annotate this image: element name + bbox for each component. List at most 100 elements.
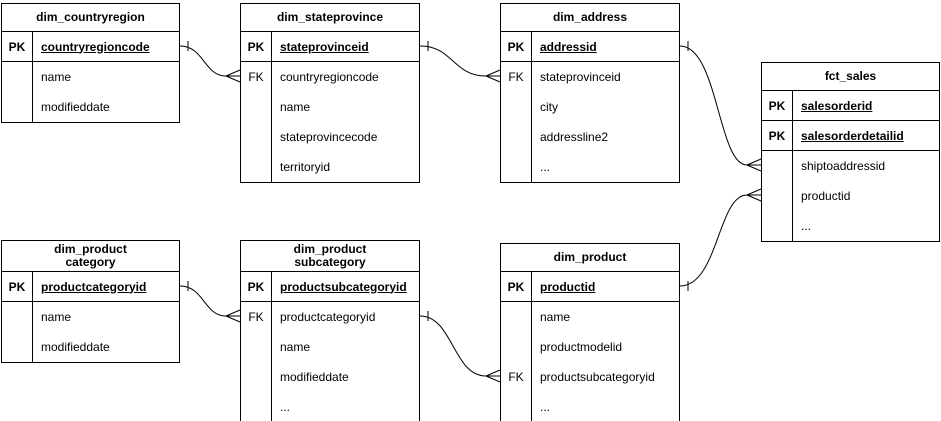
field-label: productcategoryid xyxy=(280,310,376,324)
crow-foot-many xyxy=(746,158,762,172)
entity-title: dim_product category xyxy=(2,241,179,272)
key-cell xyxy=(501,332,532,362)
entity-title: dim_countryregion xyxy=(2,4,179,32)
entity-dim-countryregion[interactable]: dim_countryregion PK countryregioncode n… xyxy=(1,3,180,123)
relationship-countryregion-stateprovince xyxy=(179,41,241,83)
pk-cell: PK xyxy=(2,272,33,301)
entity-dim-product-category[interactable]: dim_product category PK productcategoryi… xyxy=(1,240,180,363)
relationship-product-fctsales xyxy=(679,188,762,291)
field-row: PK countryregioncode xyxy=(2,32,179,62)
field-row: PK productid xyxy=(501,272,679,302)
relationship-line xyxy=(679,45,748,166)
key-cell xyxy=(501,152,532,182)
field-row: PK stateprovinceid xyxy=(241,32,419,62)
field-label: shiptoaddressid xyxy=(801,159,886,173)
key-cell xyxy=(501,122,532,152)
field-row: territoryid xyxy=(241,152,419,182)
fk-cell: FK xyxy=(241,62,272,92)
entity-dim-stateprovince[interactable]: dim_stateprovince PK stateprovinceid FK … xyxy=(240,3,420,183)
entity-title: fct_sales xyxy=(762,63,939,91)
field-label: modifieddate xyxy=(41,100,110,114)
key-cell xyxy=(2,332,33,362)
field-label: stateprovinceid xyxy=(280,39,369,54)
field-row: PK salesorderdetailid xyxy=(762,121,939,151)
entity-dim-product[interactable]: dim_product PK productid name productmod… xyxy=(500,243,680,421)
field-label: salesorderid xyxy=(801,98,873,113)
field-label: stateprovinceid xyxy=(540,70,621,84)
field-row: ... xyxy=(501,152,679,182)
field-label: productsubcategoryid xyxy=(540,370,655,384)
field-label: city xyxy=(540,100,558,114)
key-cell xyxy=(241,122,272,152)
relationship-line xyxy=(179,285,227,317)
field-row: FK productsubcategoryid xyxy=(501,362,679,392)
field-row: modifieddate xyxy=(2,92,179,122)
field-row: productid xyxy=(762,181,939,211)
relationship-line xyxy=(679,194,748,287)
pk-cell: PK xyxy=(762,121,793,150)
key-cell xyxy=(241,392,272,421)
field-row: modifieddate xyxy=(241,362,419,392)
entity-title: dim_address xyxy=(501,4,679,32)
crow-foot-many xyxy=(485,69,501,83)
field-label: modifieddate xyxy=(41,340,110,354)
relationship-line xyxy=(419,45,487,77)
field-label: name xyxy=(280,100,311,114)
entity-dim-address[interactable]: dim_address PK addressid FK stateprovinc… xyxy=(500,3,680,183)
key-cell xyxy=(762,151,793,181)
field-label: modifieddate xyxy=(280,370,349,384)
entity-fct-sales[interactable]: fct_sales PK salesorderid PK salesorderd… xyxy=(761,62,940,242)
pk-cell: PK xyxy=(501,32,532,61)
field-row: ... xyxy=(762,211,939,241)
entity-dim-product-subcategory[interactable]: dim_product subcategory PK productsubcat… xyxy=(240,240,420,421)
field-row: name xyxy=(241,92,419,122)
pk-cell: PK xyxy=(241,32,272,61)
fk-cell: FK xyxy=(501,362,532,392)
fk-cell: FK xyxy=(241,302,272,332)
key-cell xyxy=(241,92,272,122)
field-label: productsubcategoryid xyxy=(280,279,407,294)
relationship-productcategory-productsubcategory xyxy=(179,281,241,323)
field-row: FK countryregioncode xyxy=(241,62,419,92)
key-cell xyxy=(2,92,33,122)
pk-cell: PK xyxy=(762,91,793,120)
crow-foot-many xyxy=(225,69,241,83)
relationship-stateprovince-address xyxy=(419,41,501,83)
key-cell xyxy=(762,211,793,241)
fk-cell: FK xyxy=(501,62,532,92)
field-label: name xyxy=(41,70,72,84)
field-label: productmodelid xyxy=(540,340,623,354)
pk-cell: PK xyxy=(2,32,33,61)
key-cell xyxy=(501,302,532,332)
field-row: productmodelid xyxy=(501,332,679,362)
field-label: countryregioncode xyxy=(41,39,150,54)
field-label: salesorderdetailid xyxy=(801,128,904,143)
crow-foot-many xyxy=(746,188,762,202)
relationship-line xyxy=(419,315,487,377)
field-row: PK salesorderid xyxy=(762,91,939,121)
field-label: productid xyxy=(540,279,596,294)
crow-foot-many xyxy=(225,309,241,323)
field-row: PK productsubcategoryid xyxy=(241,272,419,302)
field-row: name xyxy=(241,332,419,362)
field-row: stateprovincecode xyxy=(241,122,419,152)
field-row: addressline2 xyxy=(501,122,679,152)
entity-title: dim_product xyxy=(501,244,679,272)
field-row: name xyxy=(501,302,679,332)
field-row: FK stateprovinceid xyxy=(501,62,679,92)
field-label: name xyxy=(280,340,311,354)
field-row: PK addressid xyxy=(501,32,679,62)
field-label: addressline2 xyxy=(540,130,609,144)
entity-title: dim_stateprovince xyxy=(241,4,419,32)
relationship-address-fctsales xyxy=(679,41,762,172)
pk-cell: PK xyxy=(501,272,532,301)
field-label: name xyxy=(41,310,72,324)
field-label: productcategoryid xyxy=(41,279,147,294)
field-label: ... xyxy=(280,400,291,414)
field-row: name xyxy=(2,302,179,332)
key-cell xyxy=(2,62,33,92)
field-row: name xyxy=(2,62,179,92)
key-cell xyxy=(241,152,272,182)
key-cell xyxy=(501,92,532,122)
